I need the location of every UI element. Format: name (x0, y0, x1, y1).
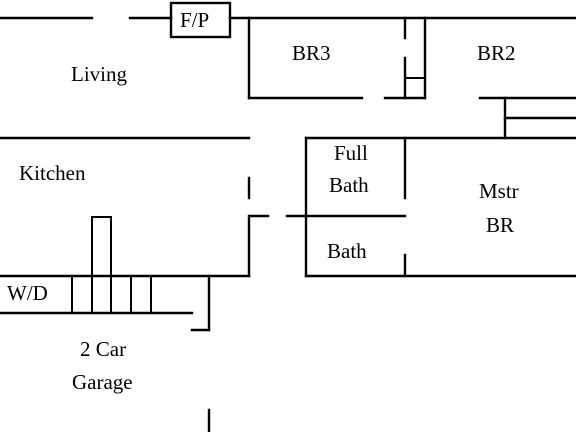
master-br-label-line2: BR (486, 213, 514, 237)
br3-label: BR3 (292, 41, 331, 65)
living-label: Living (71, 62, 127, 86)
room-labels: F/P Living BR3 BR2 Kitchen Full Bath Mst… (7, 8, 519, 394)
fireplace-label: F/P (180, 8, 209, 32)
bath-label: Bath (327, 239, 367, 263)
garage-label-line1: 2 Car (80, 337, 126, 361)
wd-label: W/D (7, 281, 48, 305)
br2-label: BR2 (477, 41, 516, 65)
full-bath-label-line1: Full (334, 141, 368, 165)
kitchen-label: Kitchen (19, 161, 86, 185)
master-br-label-line1: Mstr (479, 179, 519, 203)
fireplace-box (169, 1, 232, 39)
garage-label-line2: Garage (72, 370, 133, 394)
water-heater (91, 216, 112, 277)
full-bath-label-line2: Bath (329, 173, 369, 197)
